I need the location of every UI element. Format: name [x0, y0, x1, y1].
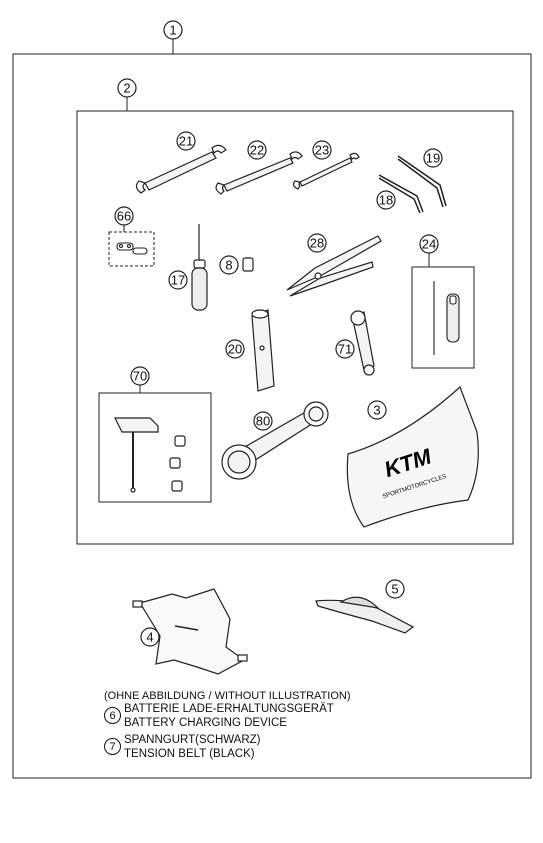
clip-8: [242, 257, 254, 272]
note-without-illustration: (OHNE ABBILDUNG / WITHOUT ILLUSTRATION): [104, 690, 351, 702]
toolkit-frame: [76, 110, 514, 545]
callout-70: 70: [133, 369, 147, 384]
tool-bag-3: KTM SPORTMOTORCYCLES: [346, 385, 479, 528]
screwdriver-set-box: [411, 266, 475, 369]
screwdriver-24: [433, 281, 460, 355]
callout-circle-3: [367, 400, 387, 420]
callout-circle-70: [130, 366, 150, 386]
callout-circle-20: [225, 339, 245, 359]
callout-18: 18: [379, 193, 393, 208]
callout-3: 3: [373, 403, 380, 418]
callout-80: 80: [256, 414, 270, 429]
screwdriver-17: [191, 224, 208, 311]
callout-5: 5: [391, 582, 398, 597]
callout-20: 20: [228, 342, 242, 357]
callout-main: 1: [169, 23, 176, 38]
chain-link-box: [108, 231, 155, 267]
callout-circle-18: [376, 190, 396, 210]
callout-8: 8: [225, 258, 232, 273]
callout-circle-main: [163, 20, 183, 40]
callout-17: 17: [171, 273, 185, 288]
callout-circle-toolkit: [117, 78, 137, 98]
callout-circle-5: [385, 579, 405, 599]
allen-key-19: [397, 155, 447, 208]
t-handle-box: [98, 392, 212, 503]
callout-circle-28: [307, 233, 327, 253]
callout-19: 19: [426, 151, 440, 166]
callout-22: 22: [250, 143, 264, 158]
callout-21: 21: [179, 134, 193, 149]
callout-circle-71: [335, 339, 355, 359]
item-number-6: 6: [104, 707, 121, 724]
cover-4: [132, 588, 248, 675]
wrench-71: [350, 310, 375, 376]
allen-key-18: [378, 174, 424, 214]
callout-28: 28: [310, 236, 324, 251]
callout-toolkit: 2: [123, 81, 130, 96]
t-handle-70: [114, 417, 186, 493]
item7-line1: SPANNGURT(SCHWARZ): [124, 734, 261, 746]
ring-wrench-80: [221, 401, 329, 480]
chain-link-66: [116, 242, 148, 255]
callout-circle-8: [219, 255, 239, 275]
item7-line2: TENSION BELT (BLACK): [124, 748, 255, 760]
callout-circle-22: [247, 140, 267, 160]
callout-circle-80: [253, 411, 273, 431]
callout-circle-21: [176, 131, 196, 151]
open-end-wrench-23: [292, 152, 360, 190]
open-end-wrench-21: [135, 144, 227, 194]
outer-frame: [12, 53, 532, 779]
callout-circle-66: [114, 206, 134, 226]
open-end-wrench-22: [215, 151, 303, 195]
item6-line1: BATTERIE LADE-ERHALTUNGSGERÄT: [124, 703, 334, 715]
item-number-7: 7: [104, 738, 121, 755]
callout-71: 71: [338, 342, 352, 357]
callout-66: 66: [117, 209, 131, 224]
callout-circle-4: [140, 627, 160, 647]
callout-23: 23: [315, 143, 329, 158]
strap-5: [315, 596, 415, 634]
callout-circle-23: [312, 140, 332, 160]
callout-4: 4: [146, 630, 153, 645]
callout-circle-17: [168, 270, 188, 290]
callout-circle-24: [419, 234, 439, 254]
item6-line2: BATTERY CHARGING DEVICE: [124, 717, 287, 729]
pliers-28: [286, 235, 382, 297]
spark-plug-wrench-20: [251, 309, 275, 392]
callout-24: 24: [422, 237, 436, 252]
callout-circle-19: [423, 148, 443, 168]
